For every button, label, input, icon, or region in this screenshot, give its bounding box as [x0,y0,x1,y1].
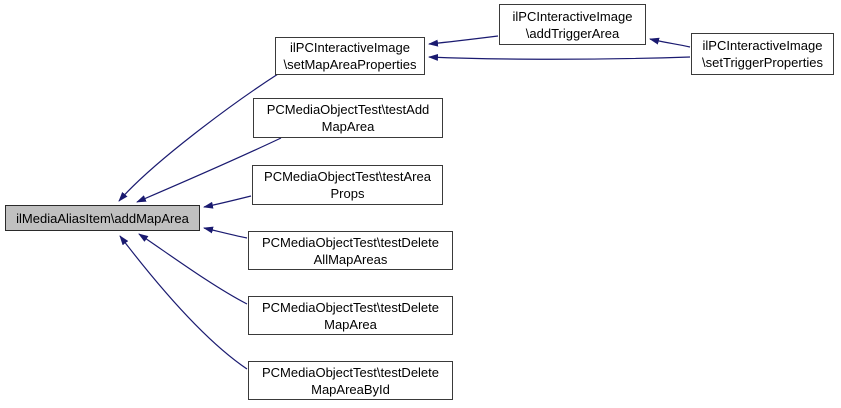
edge-setTriggerProperties-to-addTriggerArea [649,37,691,48]
edge-testAddMapArea-to-addMapArea [136,137,282,203]
node-label-line2: MapArea [324,316,377,332]
edge-setMapAreaProperties-to-addMapArea [118,73,279,202]
edge-setTriggerProperties-to-setMapAreaProperties [428,53,691,61]
node-label-line2: MapAreaById [311,381,390,397]
node-setMapAreaProperties[interactable]: ilPCInteractiveImage \setMapAreaProperti… [275,37,425,75]
node-testDeleteMapAreaById[interactable]: PCMediaObjectTest\testDelete MapAreaById [248,361,453,400]
edge-testDeleteMapAreaById-to-addMapArea [119,235,248,370]
node-label-line1: ilPCInteractiveImage [702,38,823,53]
node-label-line1: PCMediaObjectTest\testDelete [261,364,440,380]
node-label-line2: MapArea [321,119,375,134]
node-label-line2: \addTriggerArea [525,25,620,41]
edge-addTriggerArea-to-setMapAreaProperties [428,35,499,47]
node-setTriggerProperties[interactable]: ilPCInteractiveImage \setTriggerProperti… [691,33,834,75]
node-label-line2: \setTriggerProperties [702,55,823,70]
node-label-line1: PCMediaObjectTest\testDelete [261,299,440,315]
node-label-line2: \setMapAreaProperties [283,57,417,72]
edge-testDeleteMapArea-to-addMapArea [138,233,248,305]
node-label-line1: PCMediaObjectTest\testDelete [261,234,440,250]
edge-testDeleteAllMapAreas-to-addMapArea [203,226,248,239]
node-testDeleteMapArea[interactable]: PCMediaObjectTest\testDelete MapArea [248,296,453,335]
node-label-line2: AllMapAreas [313,251,388,267]
node-testAreaProps[interactable]: PCMediaObjectTest\testArea Props [252,165,443,205]
node-label-line1: PCMediaObjectTest\testAdd [266,102,430,117]
node-label-line1: ilPCInteractiveImage [290,40,410,55]
node-label-line2: Props [330,186,365,201]
node-label-line1: ilPCInteractiveImage [512,8,633,24]
node-testDeleteAllMapAreas[interactable]: PCMediaObjectTest\testDelete AllMapAreas [248,231,453,270]
node-label-line1: PCMediaObjectTest\testArea [264,169,431,184]
node-addTriggerArea[interactable]: ilPCInteractiveImage \addTriggerArea [499,4,646,45]
edge-testAreaProps-to-addMapArea [203,195,252,209]
node-testAddMapArea[interactable]: PCMediaObjectTest\testAdd MapArea [253,98,443,138]
node-label: ilMediaAliasItem\addMapArea [16,210,189,226]
node-addMapArea: ilMediaAliasItem\addMapArea [5,205,200,231]
